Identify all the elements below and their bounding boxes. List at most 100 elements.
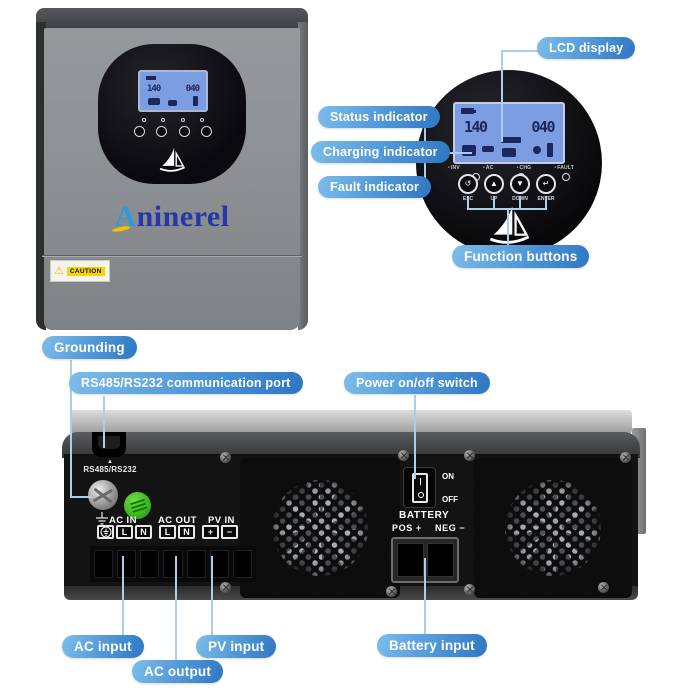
front-lcd-right-value: 040 [185, 84, 200, 94]
enter-button: ↵ [536, 174, 556, 194]
power-switch [403, 467, 436, 508]
function-button-row: ↺ ▲ ▼ ↵ ESC UP DOWN ENTER [416, 70, 602, 256]
rocker [412, 473, 428, 503]
leader-battery-input [424, 558, 426, 638]
front-lcd-screen: 140 040 [138, 70, 208, 112]
back-top-face [70, 410, 632, 434]
lcd-battery-icon [502, 148, 516, 157]
circled-ground-icon [100, 526, 111, 538]
leader-pv-input [211, 556, 213, 638]
switch-off-label: OFF [442, 495, 458, 504]
off-mark-icon [417, 492, 424, 498]
front-function-buttons [134, 126, 212, 137]
lcd-plug-icon [482, 146, 494, 152]
ac-in-pins: L N [97, 525, 152, 539]
brand-first-letter: A [114, 200, 137, 233]
callout-status-indicator: Status indicator [318, 106, 440, 128]
battery-title: BATTERY [399, 510, 450, 521]
leader-fn-tick [519, 196, 521, 209]
sail-logo-icon [159, 147, 185, 172]
esc-button: ↺ [458, 174, 478, 194]
terminal-slot [163, 550, 183, 578]
battery-neg-label: NEG − [435, 523, 466, 533]
battery-pos-terminal [397, 543, 424, 577]
right-mesh [474, 458, 632, 598]
switch-on-label: ON [442, 472, 454, 481]
battery-neg-terminal [427, 543, 454, 577]
display-closeup-circle: 140 040 INV AC CHG FAULT ↺ ▲ ▼ ↵ ESC UP [416, 70, 602, 256]
front-lcd-left-value: 140 [147, 84, 161, 94]
screw-icon [464, 450, 475, 461]
ground-pin [97, 525, 114, 539]
rs485-port [92, 432, 126, 457]
fault-led [562, 173, 570, 181]
ac-out-label: AC OUT [158, 515, 197, 526]
front-button [134, 126, 145, 137]
rs485-port-label: ▲ RS485/RS232 [68, 459, 152, 474]
ground-symbol-icon [96, 512, 108, 525]
leader-grounding [70, 496, 92, 498]
lcd-gauge-icon [547, 143, 553, 157]
terminal-slot [117, 550, 137, 578]
front-button [200, 126, 212, 137]
warning-triangle-icon: ⚠ [54, 264, 64, 277]
front-button [156, 126, 168, 137]
terminal-slot [209, 550, 229, 578]
lcd-mode-tag-icon [501, 137, 521, 143]
screw-icon [398, 450, 409, 461]
wiring-terminal-slots [90, 546, 256, 582]
screw-icon [386, 586, 397, 597]
screw-icon [464, 584, 475, 595]
terminal-pin-row: L N L N + − [97, 525, 238, 539]
front-led [180, 118, 185, 122]
live-pin: L [116, 525, 133, 539]
callout-battery-input: Battery input [377, 634, 487, 657]
front-seam-line [42, 255, 302, 256]
front-led-indicators [142, 118, 204, 122]
front-lcd-icon [193, 96, 198, 106]
callout-ac-input: AC input [62, 635, 144, 658]
leader-fn-tick [545, 196, 547, 209]
up-button: ▲ [484, 174, 504, 194]
callout-power-switch: Power on/off switch [344, 372, 490, 394]
lcd-sun-icon [533, 146, 541, 154]
leader-grounding [70, 360, 72, 498]
front-lcd-icon [168, 100, 177, 106]
callout-rs485-port: RS485/RS232 communication port [69, 372, 303, 394]
neutral-pin: N [178, 525, 195, 539]
left-fan-grille [240, 458, 400, 598]
callout-pv-input: PV input [196, 635, 277, 658]
caution-sticker: ⚠ CAUTION [50, 260, 110, 282]
terminal-slot [232, 550, 252, 578]
ac-in-label: AC IN [109, 515, 137, 526]
inverter-front-view: 140 040 Aninerel [36, 8, 308, 332]
front-display-panel: 140 040 [98, 44, 246, 184]
live-pin: L [159, 525, 176, 539]
front-right-edge [298, 22, 308, 330]
terminal-slot [140, 550, 160, 578]
right-fan-grille [474, 458, 632, 598]
lcd-battery-gauge-icon [461, 108, 476, 114]
front-top-edge [36, 8, 308, 30]
terminal-slot [186, 550, 206, 578]
brand-rest: ninerel [136, 200, 230, 233]
screw-icon [620, 452, 631, 463]
front-left-edge [36, 22, 46, 330]
grounding-screw [88, 480, 118, 510]
down-button: ▼ [510, 174, 530, 194]
leader-power-switch [414, 395, 416, 479]
front-button [178, 126, 190, 137]
leader-lcd-display [502, 50, 538, 52]
indicator-label-fault: FAULT [554, 165, 574, 171]
leader-fn-tick [493, 196, 495, 209]
terminal-slot [94, 550, 114, 578]
indicator-label-inv: INV [448, 165, 460, 171]
lcd-left-value: 140 [464, 118, 488, 136]
callout-lcd-display: LCD display [537, 37, 636, 59]
sail-logo-icon [489, 206, 530, 244]
front-led [142, 118, 146, 122]
callout-grounding: Grounding [42, 336, 137, 359]
leader-lcd-display [501, 50, 503, 142]
pv-in-pins: + − [202, 525, 238, 539]
